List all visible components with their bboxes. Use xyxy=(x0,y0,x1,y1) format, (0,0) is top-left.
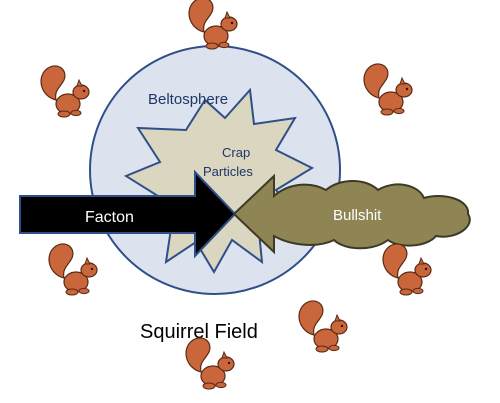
squirrel-icon xyxy=(298,300,348,353)
facton-arrow xyxy=(19,169,237,259)
squirrel-icon xyxy=(382,243,432,296)
facton-label: Facton xyxy=(85,209,134,226)
squirrel-icon xyxy=(48,243,98,296)
squirrel-icon xyxy=(40,65,90,118)
crap-label-line2: Particles xyxy=(203,164,253,179)
squirrel-icon xyxy=(185,337,235,390)
bullshit-cloud-arrow xyxy=(232,173,471,255)
squirrel-field-label: Squirrel Field xyxy=(140,321,258,343)
crap-label-line1: Crap xyxy=(222,145,250,160)
beltosphere-label: Beltosphere xyxy=(148,91,228,108)
squirrel-icon xyxy=(363,63,413,116)
squirrel-icon xyxy=(188,0,238,50)
bullshit-label: Bullshit xyxy=(333,207,382,224)
